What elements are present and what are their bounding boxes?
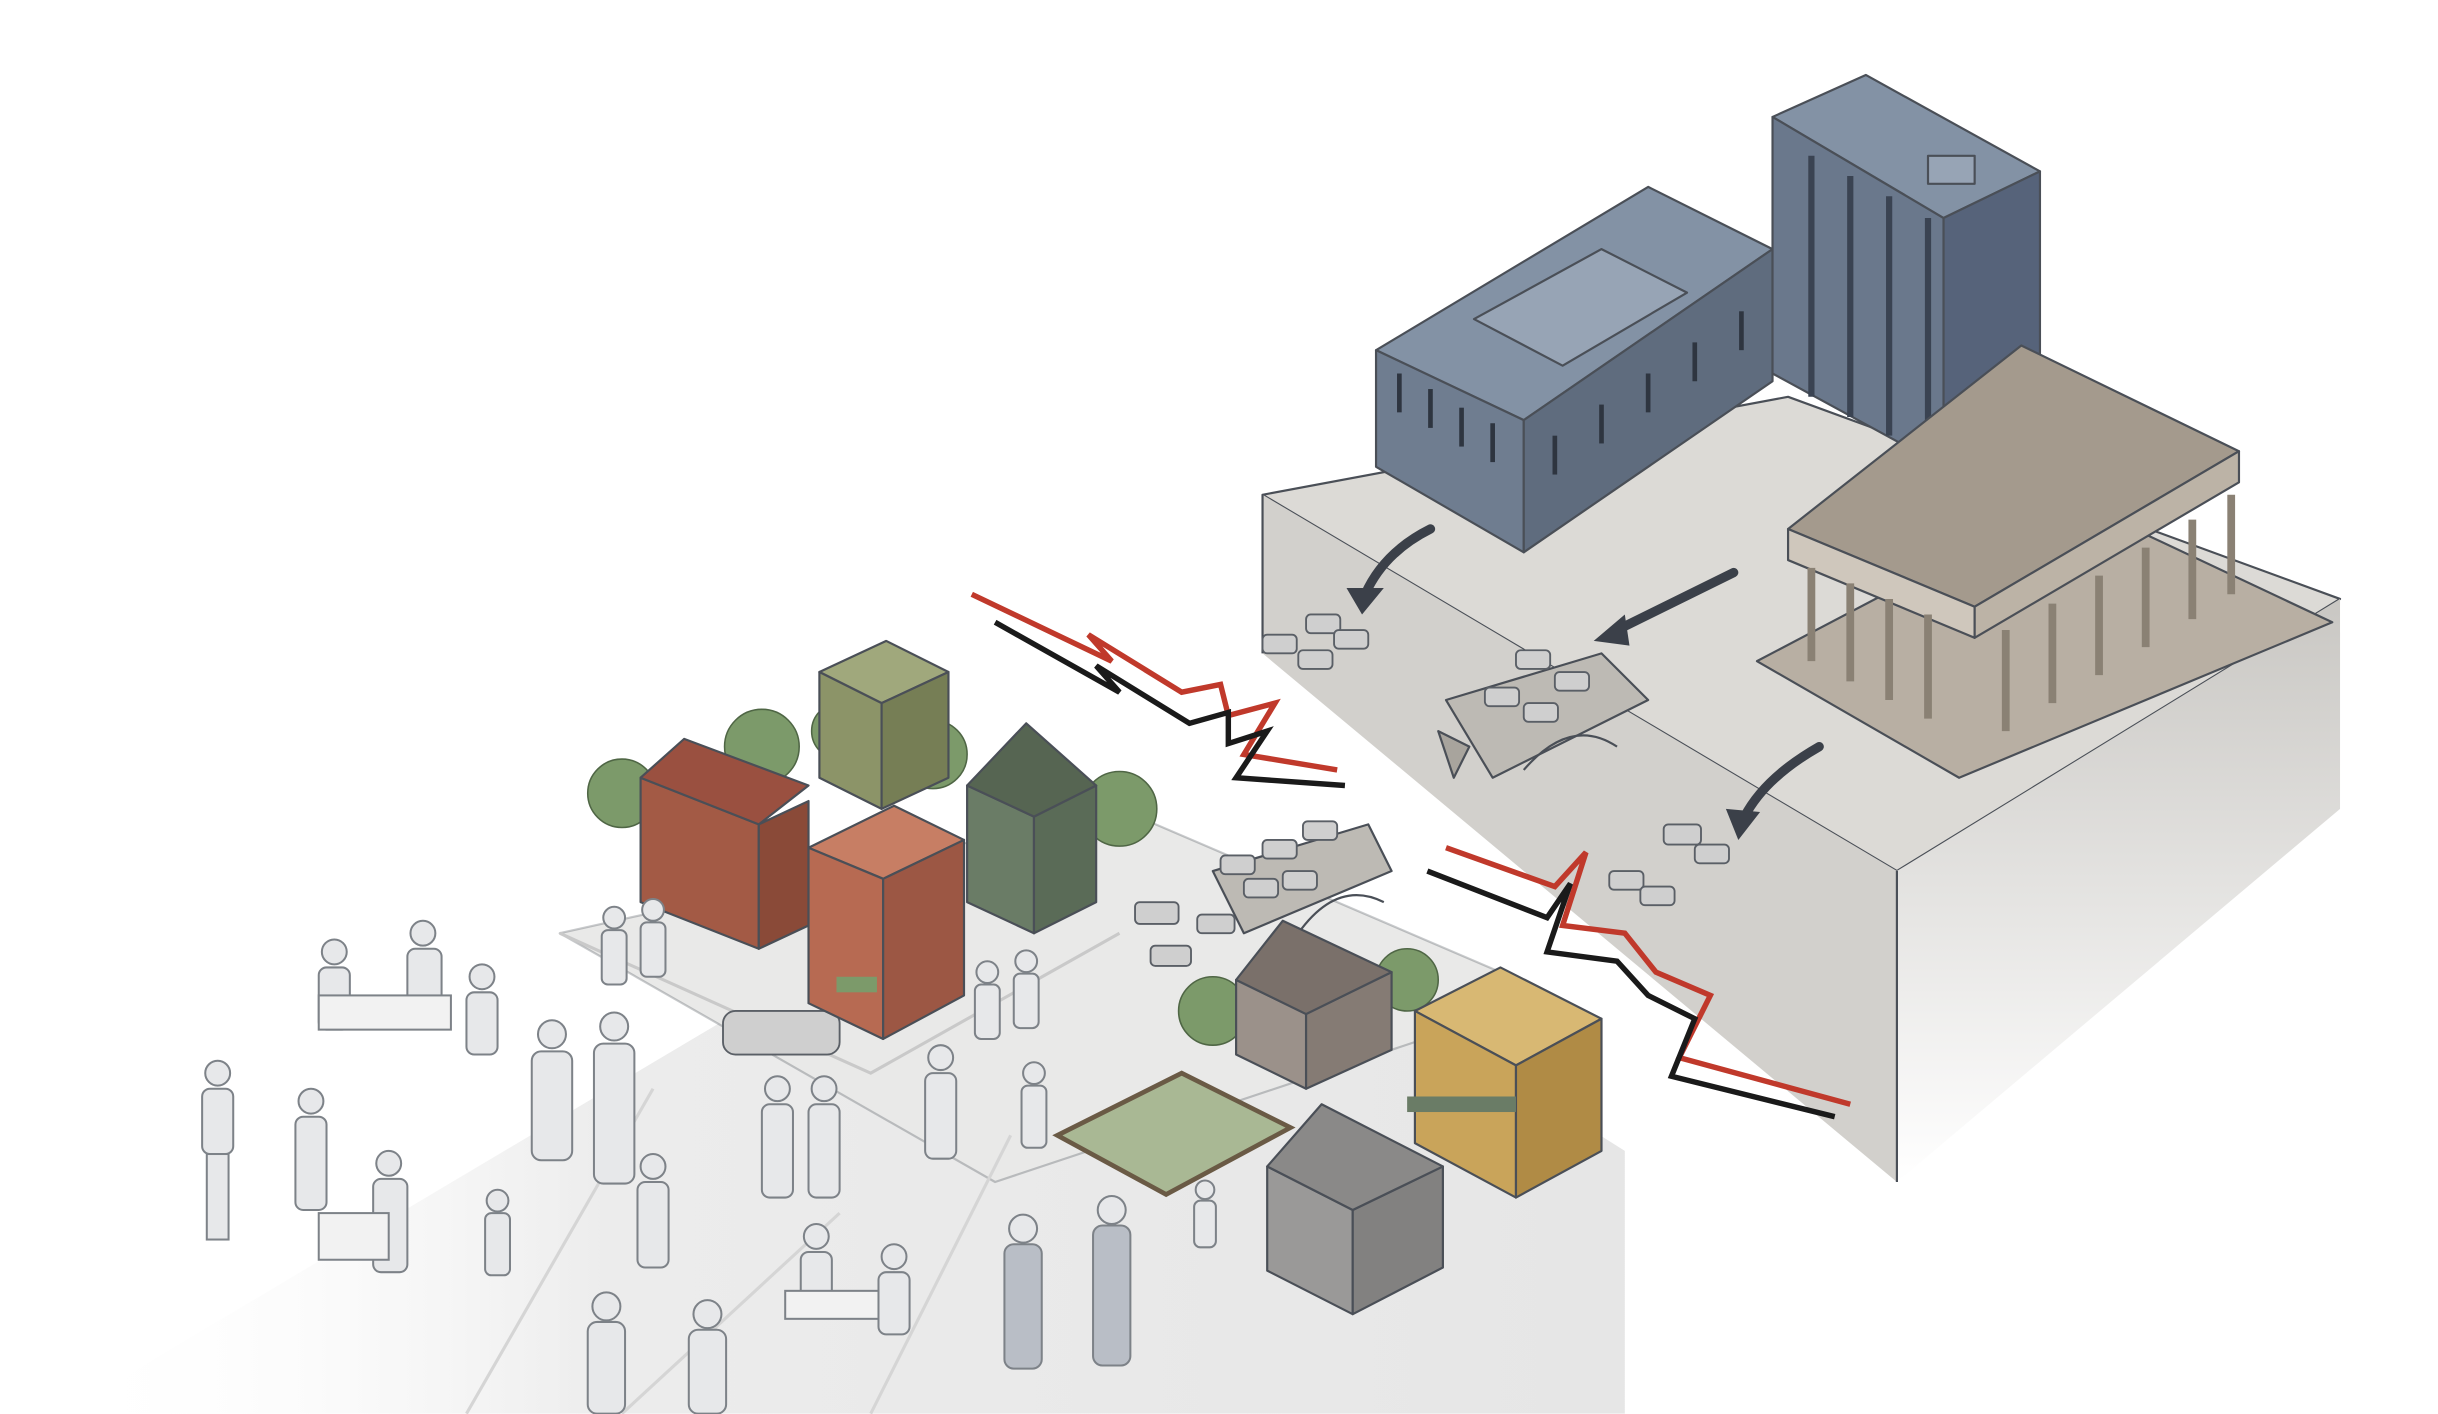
house-yellow [1407, 966, 1603, 1199]
temple [1755, 344, 2334, 779]
zigzag-fracture-icon [970, 591, 1346, 789]
arrow-down-left-icon [1593, 567, 1739, 646]
office-block [1374, 185, 1774, 554]
house-olive-tower [818, 639, 950, 810]
house-green [966, 722, 1098, 935]
house-gray-front [1266, 1103, 1444, 1316]
house-brown [639, 737, 810, 950]
house-red [807, 804, 966, 1041]
people [201, 898, 1217, 1414]
community-garden [1052, 1070, 1296, 1198]
arrow-down-left-icon [1725, 741, 1824, 840]
arrow-down-left-icon [1346, 524, 1436, 615]
house-gray-left [1235, 919, 1393, 1090]
cars [722, 613, 1730, 1056]
zigzag-fracture-icon [1426, 845, 1851, 1120]
